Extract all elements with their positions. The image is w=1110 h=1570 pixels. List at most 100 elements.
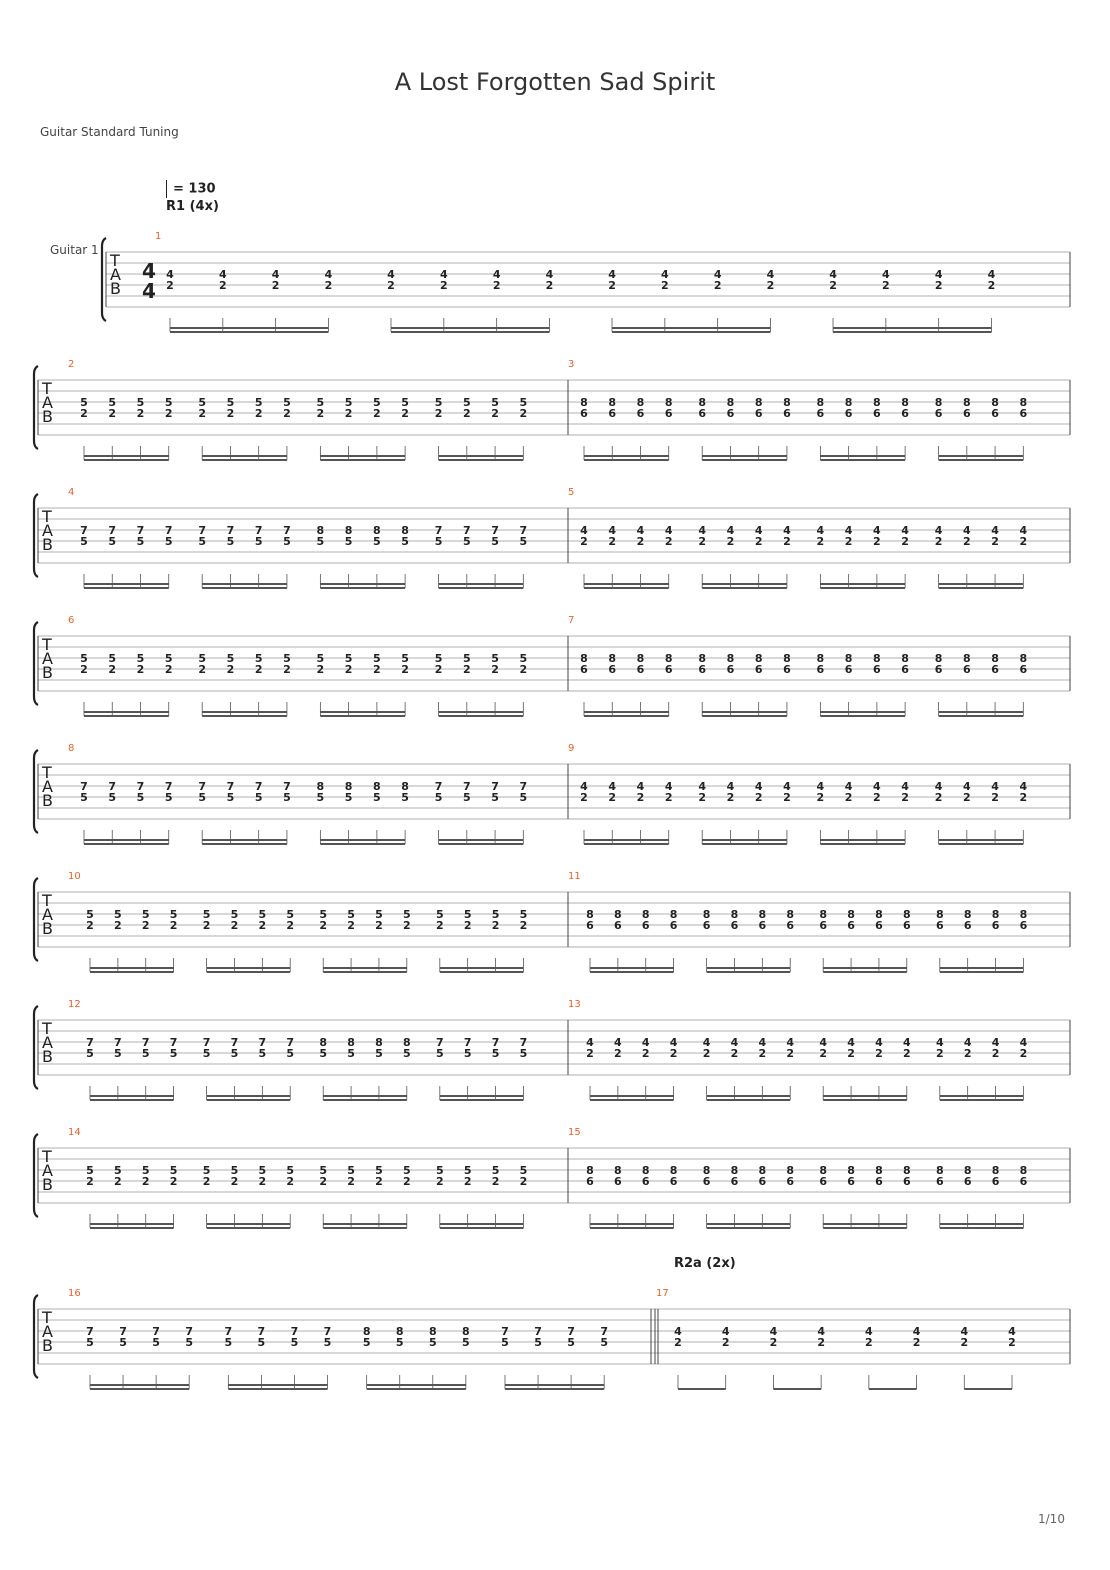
fret-number: 5 [347,1164,355,1177]
fret-number: 8 [586,908,594,921]
fret-number: 6 [991,407,999,420]
fret-number: 5 [198,535,206,548]
fret-number: 5 [347,1047,355,1060]
fret-number: 5 [291,1336,299,1349]
fret-number: 5 [319,1164,327,1177]
fret-number: 2 [347,919,355,932]
tab-clef-letter: B [110,279,121,298]
fret-number: 5 [258,1336,266,1349]
fret-number: 4 [546,268,554,281]
fret-number: 8 [1020,1164,1028,1177]
fret-number: 2 [137,407,145,420]
fret-number: 2 [817,791,825,804]
fret-number: 2 [345,407,353,420]
fret-number: 4 [698,780,706,793]
fret-number: 8 [637,652,645,665]
fret-number: 8 [783,652,791,665]
fret-number: 5 [492,1164,500,1177]
fret-number: 7 [283,524,291,537]
fret-number: 2 [401,407,409,420]
fret-number: 5 [319,1047,327,1060]
tab-clef-letter: T [109,251,120,270]
fret-number: 2 [988,279,996,292]
fret-number: 5 [429,1336,437,1349]
fret-number: 5 [403,908,411,921]
fret-number: 4 [783,780,791,793]
fret-number: 8 [670,908,678,921]
fret-number: 8 [614,908,622,921]
fret-number: 2 [436,919,444,932]
fret-number: 8 [817,396,825,409]
system-bracket [32,1005,39,1090]
fret-number: 8 [345,524,353,537]
fret-number: 6 [608,407,616,420]
fret-number: 5 [227,791,235,804]
fret-number: 4 [580,524,588,537]
fret-number: 4 [661,268,669,281]
fret-number: 4 [935,268,943,281]
fret-number: 5 [114,1047,122,1060]
fret-number: 2 [731,1047,739,1060]
fret-number: 5 [203,1047,211,1060]
tab-clef-letter: T [41,1019,52,1038]
fret-number: 6 [845,407,853,420]
fret-number: 5 [225,1336,233,1349]
fret-number: 6 [817,407,825,420]
system-bracket [100,237,107,322]
fret-number: 4 [873,524,881,537]
fret-number: 8 [731,1164,739,1177]
fret-number: 5 [345,535,353,548]
fret-number: 5 [137,652,145,665]
fret-number: 2 [991,791,999,804]
fret-number: 2 [608,791,616,804]
fret-number: 5 [283,396,291,409]
fret-number: 2 [86,1175,94,1188]
fret-number: 2 [786,1047,794,1060]
fret-number: 7 [255,524,263,537]
tempo-marking: = 130 [166,180,216,198]
fret-number: 4 [714,268,722,281]
fret-number: 7 [567,1325,575,1338]
fret-number: 5 [491,791,499,804]
fret-number: 5 [80,791,88,804]
fret-number: 8 [319,1036,327,1049]
fret-number: 2 [991,535,999,548]
fret-number: 5 [203,908,211,921]
fret-number: 8 [670,1164,678,1177]
fret-number: 2 [698,535,706,548]
fret-number: 2 [698,791,706,804]
fret-number: 8 [396,1325,404,1338]
fret-number: 6 [727,663,735,676]
fret-number: 6 [847,1175,855,1188]
fret-number: 5 [108,535,116,548]
fret-number: 5 [375,908,383,921]
fret-number: 2 [642,1047,650,1060]
fret-number: 7 [137,524,145,537]
fret-number: 5 [396,1336,404,1349]
fret-number: 4 [960,1325,968,1338]
fret-number: 5 [373,535,381,548]
fret-number: 5 [401,791,409,804]
fret-number: 4 [755,524,763,537]
fret-number: 2 [1020,1047,1028,1060]
fret-number: 5 [283,535,291,548]
fret-number: 8 [580,396,588,409]
fret-number: 5 [436,908,444,921]
fret-number: 6 [964,1175,972,1188]
fret-number: 7 [170,1036,178,1049]
fret-number: 4 [703,1036,711,1049]
fret-number: 5 [463,396,471,409]
fret-number: 8 [1019,396,1027,409]
fret-number: 2 [817,1336,825,1349]
fret-number: 5 [345,396,353,409]
fret-number: 2 [520,1175,528,1188]
fret-number: 2 [464,1175,472,1188]
fret-number: 2 [283,407,291,420]
fret-number: 5 [255,791,263,804]
fret-number: 5 [520,1047,528,1060]
fret-number: 2 [903,1047,911,1060]
fret-number: 6 [992,919,1000,932]
fret-number: 4 [847,1036,855,1049]
fret-number: 8 [847,1164,855,1177]
